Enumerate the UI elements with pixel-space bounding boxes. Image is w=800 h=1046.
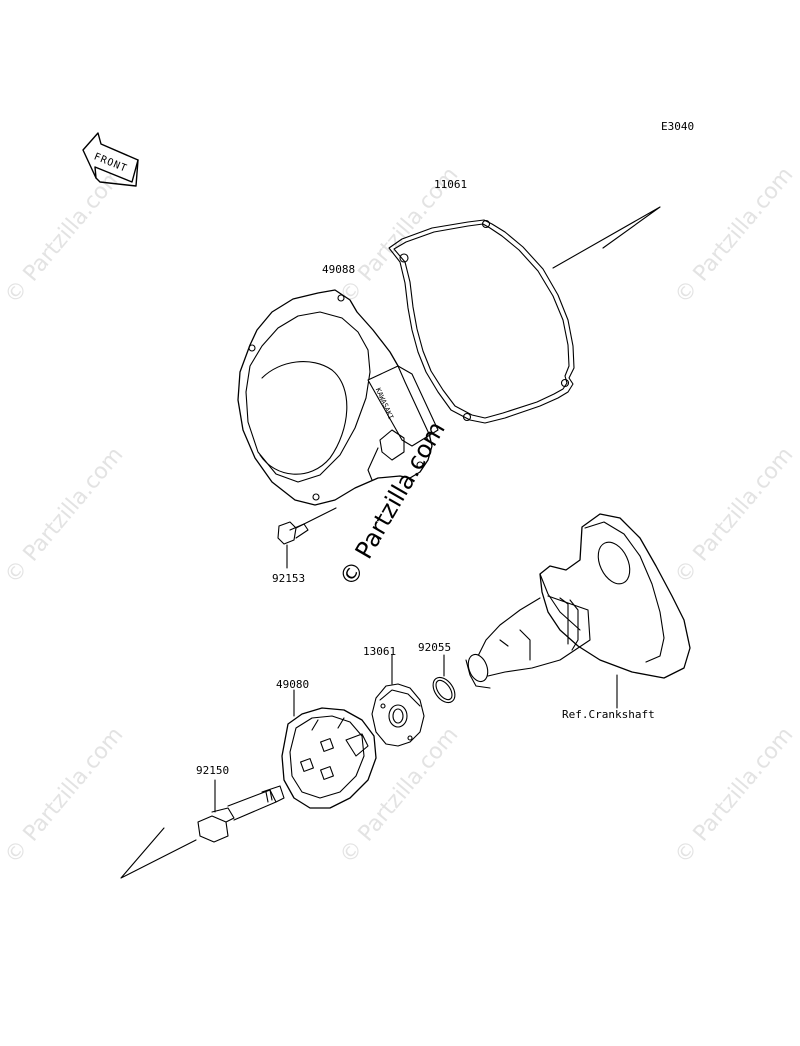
bolt-92153-drawing: [277, 507, 337, 569]
part-number-13061[interactable]: 13061: [363, 645, 397, 658]
crankshaft-drawing: [465, 513, 691, 709]
explosion-line-lower: [120, 827, 197, 879]
diagram-code: E3040: [661, 120, 695, 133]
cover-49088-drawing: [237, 289, 439, 506]
reference-crankshaft: Ref.Crankshaft: [562, 708, 655, 721]
housing-49080-drawing: [281, 689, 377, 809]
part-number-92153[interactable]: 92153: [272, 572, 306, 585]
flange-13061-drawing: [371, 654, 425, 747]
bolt-92150-drawing: [197, 779, 285, 843]
explosion-line-upper: [552, 206, 661, 269]
front-arrow-icon: [82, 132, 139, 187]
part-number-11061[interactable]: 11061: [434, 178, 468, 191]
oring-92055-drawing: [432, 654, 456, 704]
part-number-92150[interactable]: 92150: [196, 764, 230, 777]
part-number-49080[interactable]: 49080: [276, 678, 310, 691]
part-number-49088[interactable]: 49088: [322, 263, 356, 276]
part-number-92055[interactable]: 92055: [418, 641, 452, 654]
gasket-11061-drawing: [388, 219, 575, 424]
